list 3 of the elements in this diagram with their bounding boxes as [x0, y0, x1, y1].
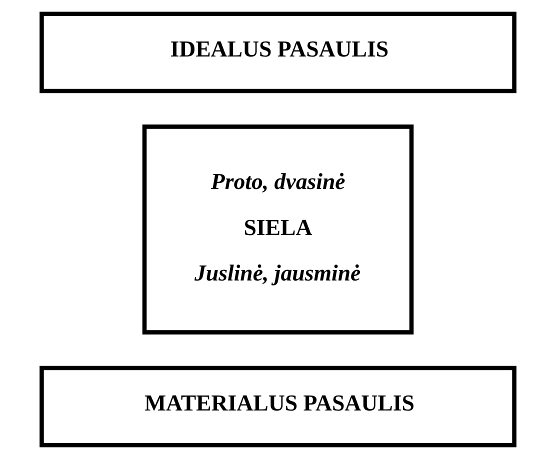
node-box: IDEALUS PASAULIS: [39, 12, 516, 94]
node-box: MATERIALUS PASAULIS: [39, 366, 516, 448]
node-box: Proto, dvasinė SIELA Juslinė, jausminė: [142, 124, 414, 334]
